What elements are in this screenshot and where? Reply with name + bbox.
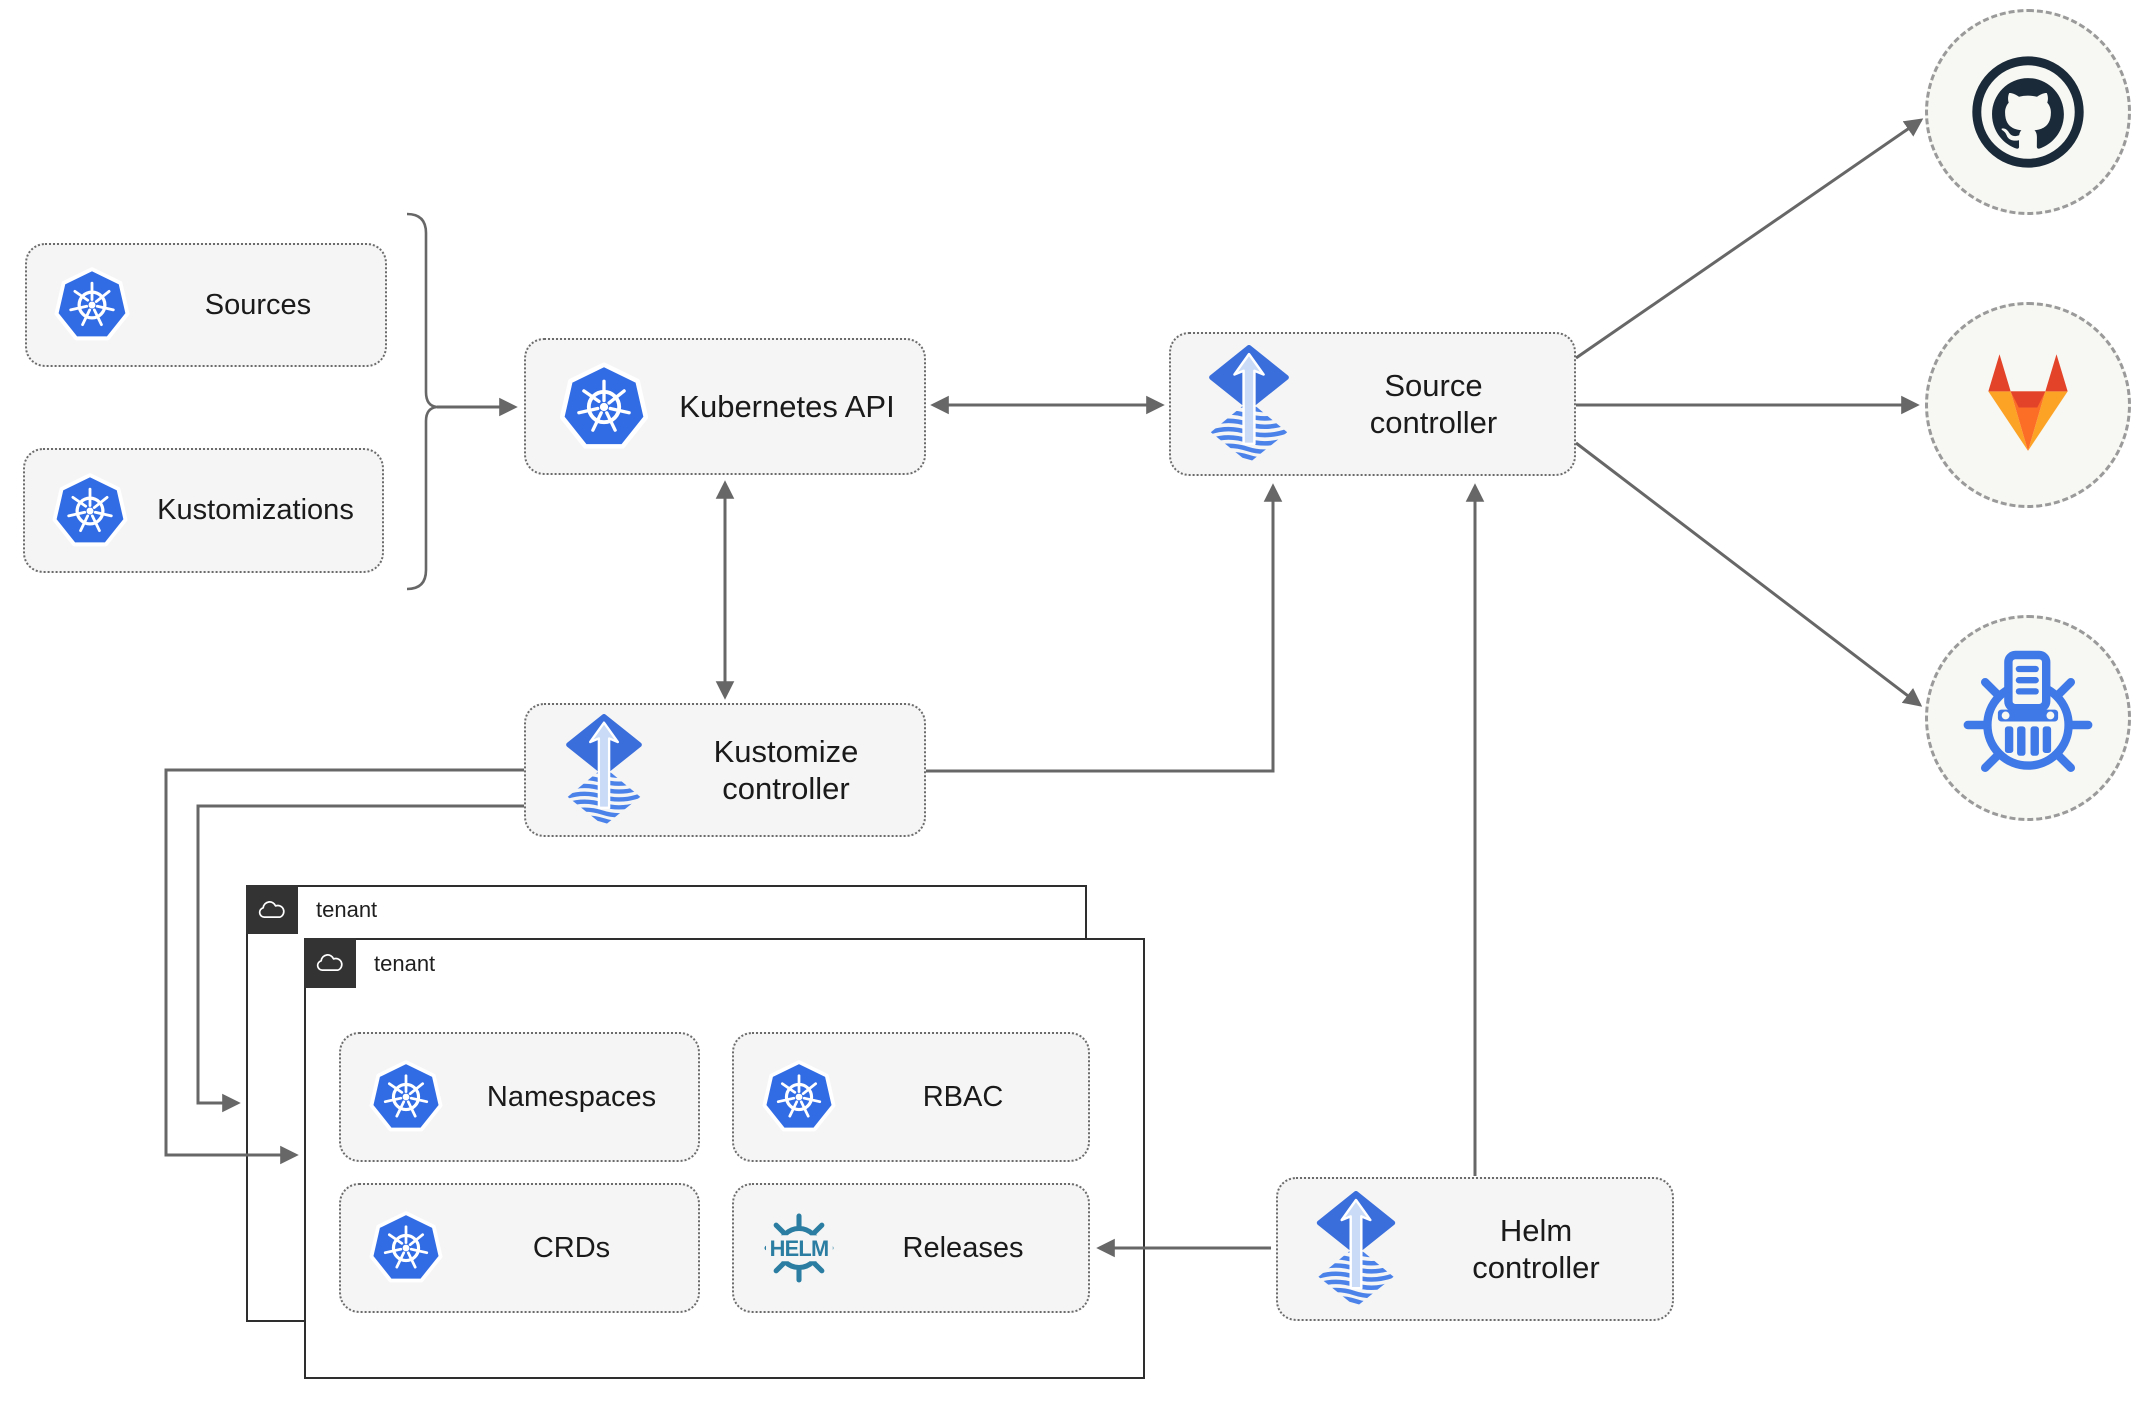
kubernetes-icon [51,472,129,550]
node-kustomizations[interactable]: Kustomizations [23,448,384,573]
kubernetes-icon [367,1209,445,1287]
node-source-controller[interactable]: Source controller [1169,332,1576,476]
arrow-kustomize-to-source-controller [926,483,1283,773]
node-namespaces[interactable]: Namespaces [339,1032,700,1162]
node-crds-label: CRDs [532,1231,611,1264]
node-kubernetes-api-label: Kubernetes API [679,388,895,424]
kubernetes-icon [367,1058,445,1136]
tenant-front-tab [304,938,356,988]
arrow-source-to-github [1575,118,1924,360]
node-rbac[interactable]: RBAC [732,1032,1090,1162]
node-source-controller-label: Source controller [1369,367,1498,440]
node-sources-label: Sources [204,288,312,321]
kubernetes-icon [53,266,131,344]
external-helm-repository[interactable] [1925,615,2131,821]
tenant-front-label: tenant [374,951,436,976]
flux-icon [560,711,648,829]
node-kubernetes-api[interactable]: Kubernetes API [524,338,926,475]
flux-icon [1205,345,1293,463]
helm-icon: HELM [760,1209,838,1287]
node-releases-label: Releases [902,1231,1024,1264]
flux-icon [1312,1190,1400,1308]
chartmuseum-icon [1963,650,2093,773]
external-gitlab[interactable] [1925,302,2131,508]
node-kustomize-controller[interactable]: Kustomize controller [524,703,926,837]
tenant-back-label: tenant [316,897,378,922]
node-helm-controller-label: Helm controller [1472,1212,1600,1285]
external-github[interactable] [1925,9,2131,215]
node-kustomize-controller-label: Kustomize controller [713,733,859,806]
node-helm-controller[interactable]: Helm controller [1276,1177,1674,1321]
node-releases[interactable]: HELM Releases [732,1183,1090,1313]
node-kustomizations-label: Kustomizations [157,494,354,527]
arrow-source-to-helm-repository [1575,441,1923,707]
node-sources[interactable]: Sources [25,243,387,367]
helm-logo-text: HELM [770,1236,829,1261]
tenant-back-tab [246,885,298,934]
kubernetes-icon [760,1058,838,1136]
github-icon [1972,56,2084,168]
bracket-sources-group [406,212,438,591]
cloud-icon [313,951,347,975]
cloud-icon [255,898,289,922]
node-namespaces-label: Namespaces [486,1080,657,1113]
node-rbac-label: RBAC [922,1080,1004,1113]
node-crds[interactable]: CRDs [339,1183,700,1313]
gitlab-icon [1988,354,2068,451]
kubernetes-icon [558,361,650,453]
